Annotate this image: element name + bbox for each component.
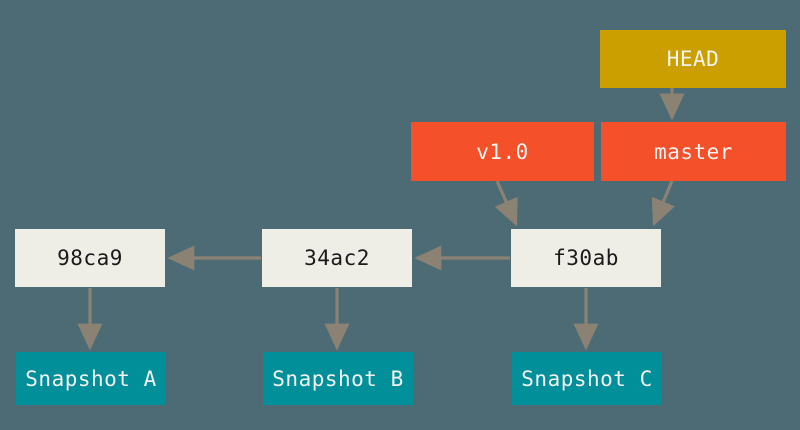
node-snapshot-c-label: Snapshot C xyxy=(521,366,653,391)
node-snapshot-b-label: Snapshot B xyxy=(272,366,404,391)
node-snapshot-c[interactable]: Snapshot C xyxy=(512,352,662,405)
node-commit-34ac2[interactable]: 34ac2 xyxy=(262,229,412,287)
arrow-v10-to-f30ab xyxy=(494,180,518,227)
node-snapshot-b[interactable]: Snapshot B xyxy=(263,352,413,405)
node-branch-master[interactable]: master xyxy=(601,122,786,181)
node-commit-f30ab[interactable]: f30ab xyxy=(511,229,661,287)
arrow-master-to-f30ab xyxy=(651,180,675,227)
node-branch-master-label: master xyxy=(654,139,733,164)
node-snapshot-a-label: Snapshot A xyxy=(25,366,157,391)
node-snapshot-a[interactable]: Snapshot A xyxy=(16,352,166,405)
node-commit-98ca9[interactable]: 98ca9 xyxy=(15,229,165,287)
node-commit-f30ab-label: f30ab xyxy=(553,246,619,270)
node-head-label: HEAD xyxy=(666,47,720,71)
node-commit-98ca9-label: 98ca9 xyxy=(57,246,123,270)
node-tag-v1-0-label: v1.0 xyxy=(476,139,529,164)
node-head[interactable]: HEAD xyxy=(600,30,786,88)
node-commit-34ac2-label: 34ac2 xyxy=(304,246,370,270)
node-tag-v1-0[interactable]: v1.0 xyxy=(411,122,594,181)
